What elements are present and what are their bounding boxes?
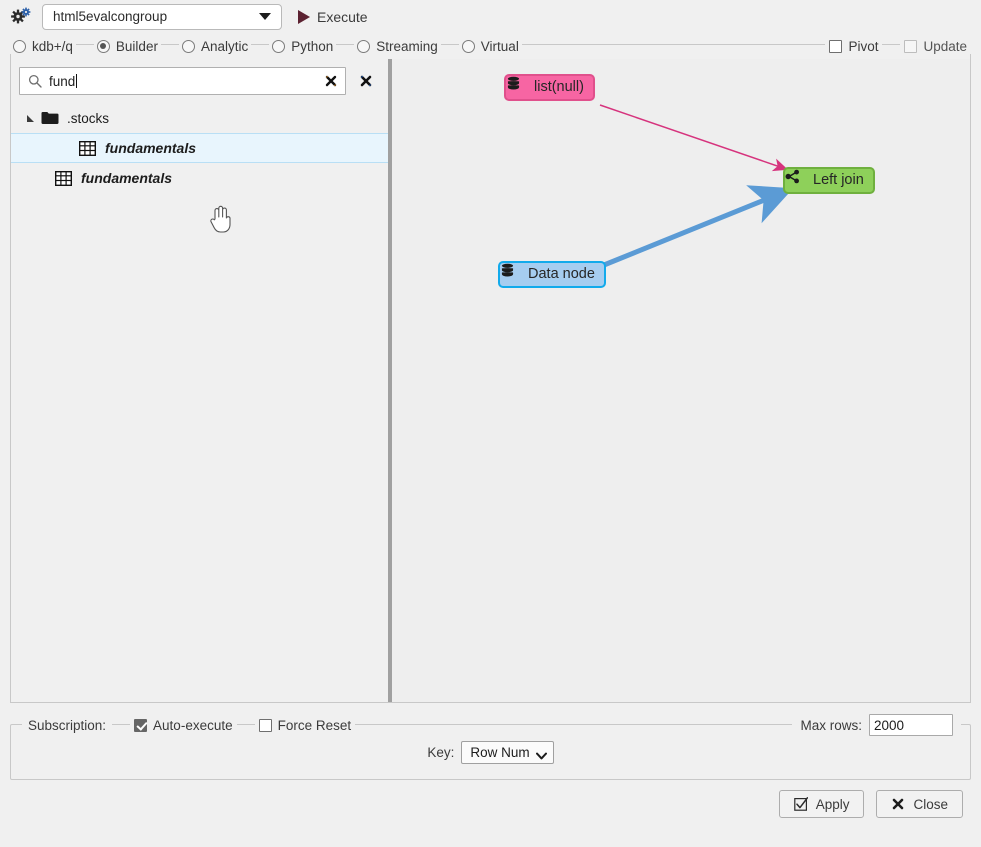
- radio-dot: [181, 39, 195, 53]
- execute-label: Execute: [317, 8, 368, 25]
- gears-icon: [10, 6, 32, 28]
- tree-node-stocks[interactable]: .stocks: [11, 103, 388, 133]
- edge-data-node-to-left-join: [603, 185, 794, 268]
- max-rows-input[interactable]: [869, 714, 953, 736]
- mode-radio-python[interactable]: Python: [269, 38, 337, 54]
- close-icon: [891, 797, 905, 811]
- play-icon: [298, 9, 310, 24]
- graph-node-data-node[interactable]: Data node: [498, 261, 606, 288]
- graph-node-label: list(null): [534, 79, 584, 96]
- key-value: Row Num: [470, 744, 530, 760]
- apply-button[interactable]: Apply: [778, 790, 865, 818]
- close-label: Close: [913, 796, 948, 812]
- tree-node-label: .stocks: [67, 110, 110, 126]
- key-select[interactable]: Row Num: [461, 740, 554, 764]
- text-caret: [76, 73, 78, 88]
- key-label: Key:: [427, 744, 455, 760]
- graph-node-left-join[interactable]: Left join: [783, 167, 875, 194]
- update-label: Update: [923, 38, 967, 54]
- mode-radio-kdbq[interactable]: kdb+/q: [10, 38, 76, 54]
- checkbox-box: [829, 39, 843, 53]
- mode-radio-builder[interactable]: Builder: [93, 38, 161, 54]
- mode-radio-group: kdb+/q Builder Analytic Python Streaming…: [0, 33, 981, 687]
- checkbox-box: [258, 718, 272, 732]
- radio-dot: [13, 39, 26, 53]
- expander-toggle[interactable]: [19, 114, 41, 122]
- graph-node-label: Left join: [813, 172, 864, 189]
- mode-radio-analytic[interactable]: Analytic: [178, 38, 252, 54]
- subscription-panel: Subscription: Auto-execute Force Reset M…: [10, 714, 971, 780]
- edge-list-null-to-left-join: [599, 104, 789, 172]
- mode-label: kdb+/q: [32, 38, 73, 54]
- execute-button[interactable]: Execute: [292, 7, 374, 27]
- key-row: Key: Row Num: [10, 735, 971, 769]
- mode-label: Analytic: [200, 38, 249, 54]
- radio-dot: [96, 39, 110, 53]
- subscription-caption: Subscription:: [22, 717, 113, 733]
- max-rows-label: Max rows:: [800, 717, 862, 733]
- mode-label: Virtual: [480, 38, 519, 54]
- mode-radio-virtual[interactable]: Virtual: [458, 38, 522, 54]
- database-icon: [501, 263, 523, 282]
- checkbox-box: [134, 718, 148, 732]
- graph-node-label: Data node: [528, 266, 595, 283]
- mode-label: Python: [291, 38, 334, 54]
- mode-radio-streaming[interactable]: Streaming: [354, 38, 441, 54]
- top-toolbar: html5evalcongroup Execute: [0, 0, 981, 33]
- pivot-label: Pivot: [848, 38, 879, 54]
- graph-node-list-null[interactable]: list(null): [504, 74, 595, 101]
- clear-icon[interactable]: [323, 73, 339, 89]
- radio-dot: [272, 39, 286, 53]
- search-value: fund: [49, 73, 323, 89]
- mode-label: Builder: [115, 38, 158, 54]
- table-icon: [54, 170, 73, 186]
- close-search-icon[interactable]: [358, 73, 374, 89]
- triangle-down-icon: [26, 114, 34, 122]
- tree-node-label: fundamentals: [81, 170, 173, 186]
- graph-canvas[interactable]: list(null) Data node: [392, 59, 970, 702]
- force-reset-label: Force Reset: [277, 717, 352, 733]
- tree-node-fundamentals-root[interactable]: fundamentals: [11, 163, 388, 193]
- main-split: fund: [10, 59, 971, 703]
- search-icon: [28, 74, 42, 88]
- max-rows-group: Max rows:: [792, 714, 961, 736]
- update-checkbox[interactable]: Update: [900, 38, 971, 54]
- share-icon: [785, 169, 808, 188]
- chevron-down-icon: [259, 13, 271, 20]
- tree-pane: fund: [11, 59, 388, 702]
- radio-dot: [357, 39, 371, 53]
- checkbox-checked-icon: [793, 797, 808, 811]
- force-reset-checkbox[interactable]: Force Reset: [254, 717, 356, 733]
- chevron-down-icon: [535, 748, 547, 760]
- tree-node-fundamentals-stocks[interactable]: fundamentals: [11, 133, 388, 163]
- auto-execute-label: Auto-execute: [153, 717, 233, 733]
- pane-splitter[interactable]: [388, 59, 392, 702]
- database-icon: [507, 76, 529, 95]
- radio-dot: [461, 39, 475, 53]
- subscription-row: Subscription: Auto-execute Force Reset M…: [10, 714, 971, 736]
- search-input[interactable]: fund: [19, 67, 346, 95]
- search-text: fund: [49, 73, 76, 89]
- apply-label: Apply: [815, 796, 850, 812]
- folder-icon: [41, 111, 59, 125]
- checkbox-box: [904, 39, 918, 53]
- connection-select[interactable]: html5evalcongroup: [42, 3, 282, 30]
- graph-edges: [599, 104, 794, 268]
- search-row: fund: [11, 67, 388, 95]
- object-tree: .stocks fundamentals: [11, 95, 388, 702]
- connection-value: html5evalcongroup: [53, 9, 168, 24]
- pivot-checkbox[interactable]: Pivot: [825, 38, 883, 54]
- tree-node-label: fundamentals: [105, 140, 197, 156]
- close-button[interactable]: Close: [876, 790, 963, 818]
- table-icon: [78, 140, 97, 156]
- mode-label: Streaming: [376, 38, 438, 54]
- dialog-footer: Apply Close: [0, 775, 981, 847]
- auto-execute-checkbox[interactable]: Auto-execute: [130, 717, 237, 733]
